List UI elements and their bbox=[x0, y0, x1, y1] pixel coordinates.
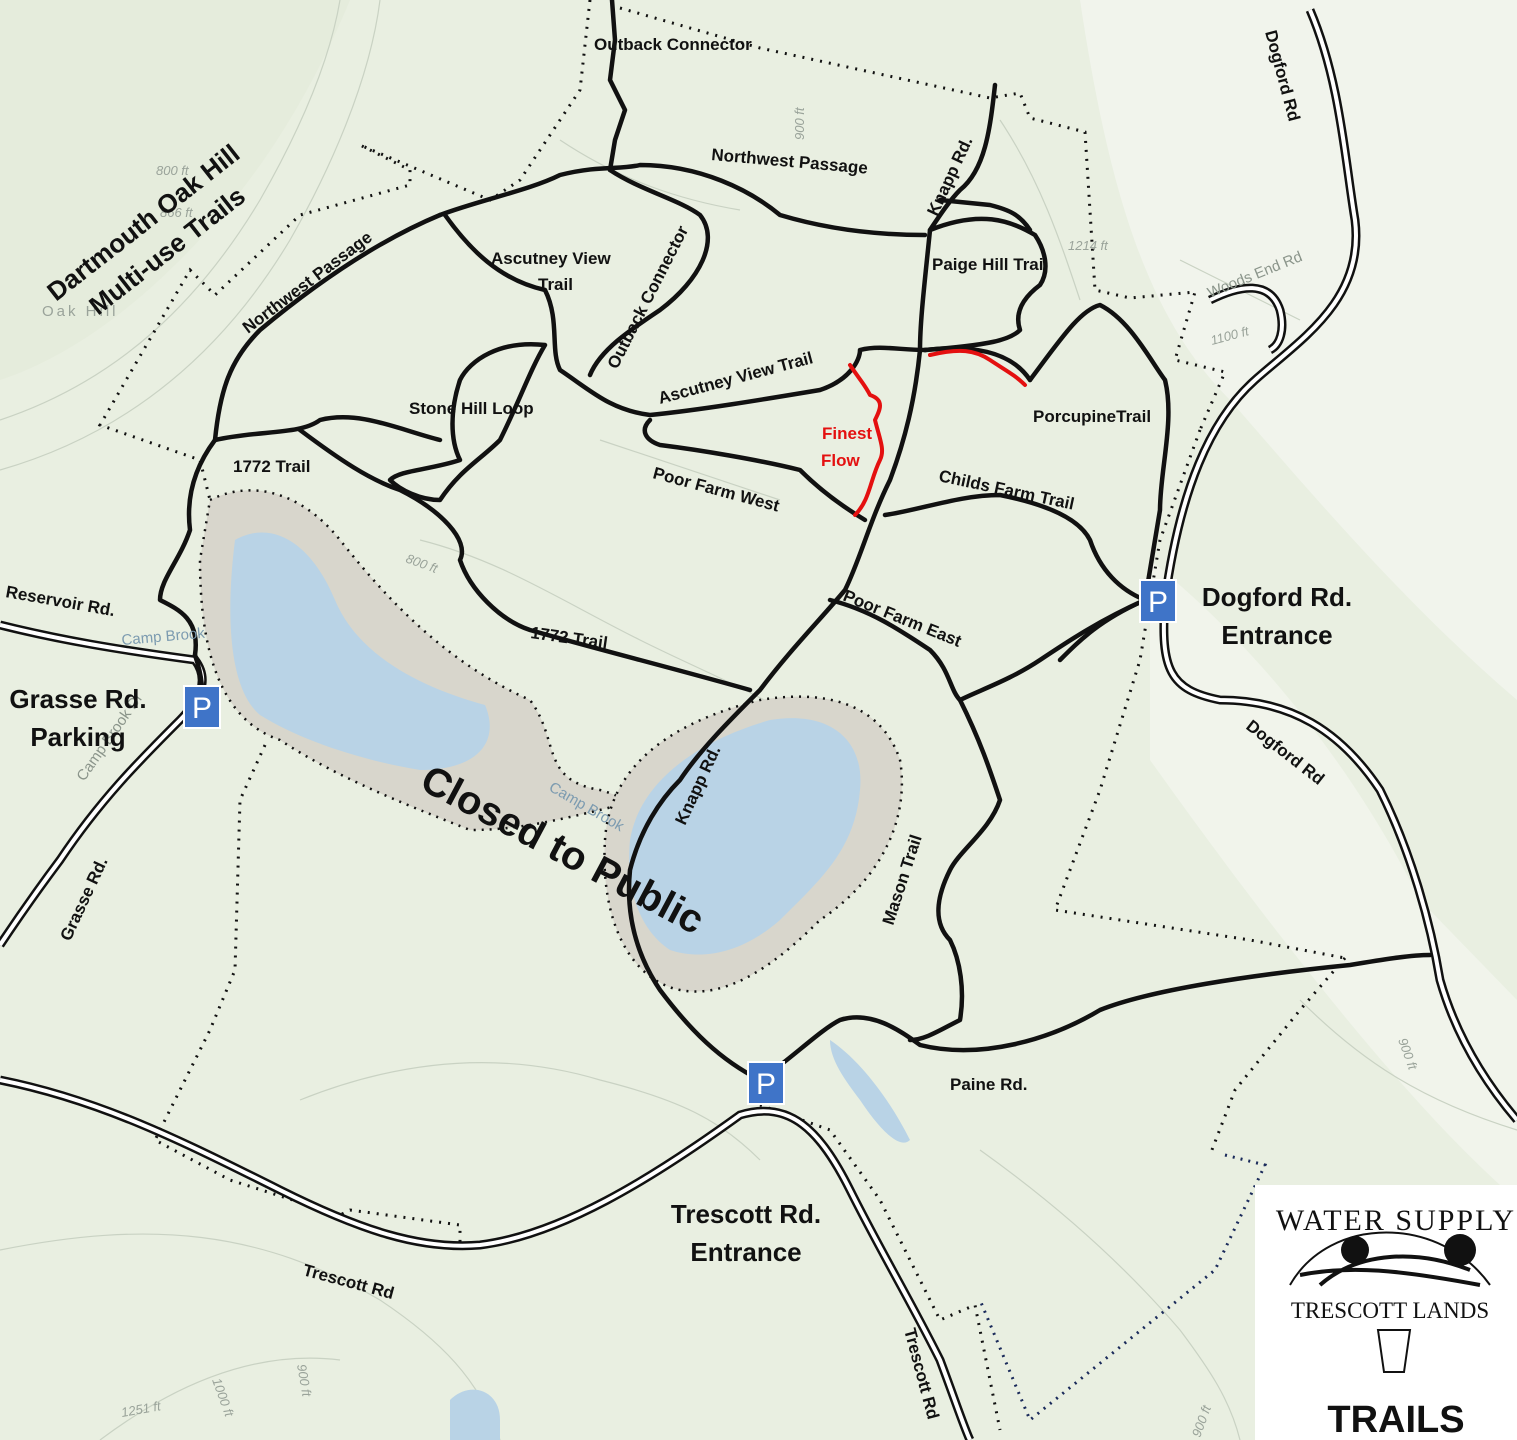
hill-label: Oak Hill bbox=[42, 303, 119, 320]
finest-flow-trail bbox=[848, 348, 1027, 517]
parking-grasse[interactable]: P bbox=[183, 685, 221, 729]
logo-panel: WATER SUPPLY TRESCOTT LANDS TRAILS bbox=[1255, 1185, 1517, 1440]
elevation-label: 900 ft bbox=[294, 1363, 315, 1399]
logo-trescott-lands: TRESCOTT LANDS bbox=[1291, 1298, 1489, 1323]
trail-label-finest-flow-2: Flow bbox=[821, 451, 860, 470]
entrance-label-dogford-1: Dogford Rd. bbox=[1202, 582, 1352, 612]
terrain-shade bbox=[0, 0, 350, 380]
trail-label-ascutney-view-top-2: Trail bbox=[538, 275, 573, 294]
trail-label-outback-connector: Outback Connector bbox=[594, 35, 752, 54]
trail-label-stone-hill-loop: Stone Hill Loop bbox=[409, 399, 534, 418]
parking-sign bbox=[183, 685, 221, 729]
trail-label-finest-flow-1: Finest bbox=[822, 424, 872, 443]
elevation-label: 900 ft bbox=[792, 106, 807, 140]
parking-symbol: P bbox=[192, 692, 212, 725]
trail-label-paige-hill: Paige Hill Trail bbox=[932, 255, 1048, 274]
entrance-label-trescott-1: Trescott Rd. bbox=[671, 1199, 821, 1229]
logo-tree bbox=[1444, 1234, 1476, 1266]
entrance-label-grasse-1: Grasse Rd. bbox=[9, 684, 146, 714]
entrance-label-trescott-2: Entrance bbox=[690, 1237, 801, 1267]
parking-symbol: P bbox=[1148, 586, 1168, 619]
elevation-label: 866 ft bbox=[160, 205, 194, 220]
entrance-label-dogford-2: Entrance bbox=[1221, 620, 1332, 650]
logo-cup bbox=[1376, 1329, 1412, 1373]
south-pond bbox=[450, 1389, 500, 1440]
parking-sign bbox=[747, 1061, 785, 1105]
trails bbox=[157, 0, 1433, 1083]
road-label-paine: Paine Rd. bbox=[950, 1075, 1027, 1094]
parking-trescott[interactable]: P bbox=[747, 1061, 785, 1105]
terrain-highlight bbox=[1150, 560, 1517, 1200]
trail-label-1772-upper: 1772 Trail bbox=[233, 457, 311, 476]
logo-trails: TRAILS bbox=[1327, 1399, 1464, 1440]
logo-background bbox=[1255, 1185, 1517, 1440]
entrance-labels: Grasse Rd. Parking Dogford Rd. Entrance … bbox=[9, 582, 1352, 1267]
elevation-label: 1251 ft bbox=[120, 1398, 163, 1420]
camp-brook-reservoir-west bbox=[230, 532, 490, 770]
roads bbox=[0, 8, 1517, 1440]
logo-tree bbox=[1341, 1236, 1369, 1264]
parking-dogford[interactable]: P bbox=[1139, 579, 1177, 623]
parking-symbol: P bbox=[756, 1068, 776, 1101]
entrance-label-grasse-2: Parking bbox=[30, 722, 125, 752]
trail-label-porcupine: PorcupineTrail bbox=[1033, 407, 1151, 426]
trail-label-ascutney-view-top: Ascutney View bbox=[491, 249, 611, 268]
elevation-label: 1214 ft bbox=[1068, 238, 1109, 253]
terrain-highlight bbox=[1080, 0, 1517, 700]
logo-water-supply: WATER SUPPLY bbox=[1276, 1204, 1516, 1237]
camp-brook-reservoir-east bbox=[629, 718, 861, 955]
property-boundaries bbox=[97, 0, 1347, 1431]
small-pond bbox=[830, 1040, 910, 1143]
elevation-label: 800 ft bbox=[156, 163, 190, 178]
parking-sign bbox=[1139, 579, 1177, 623]
